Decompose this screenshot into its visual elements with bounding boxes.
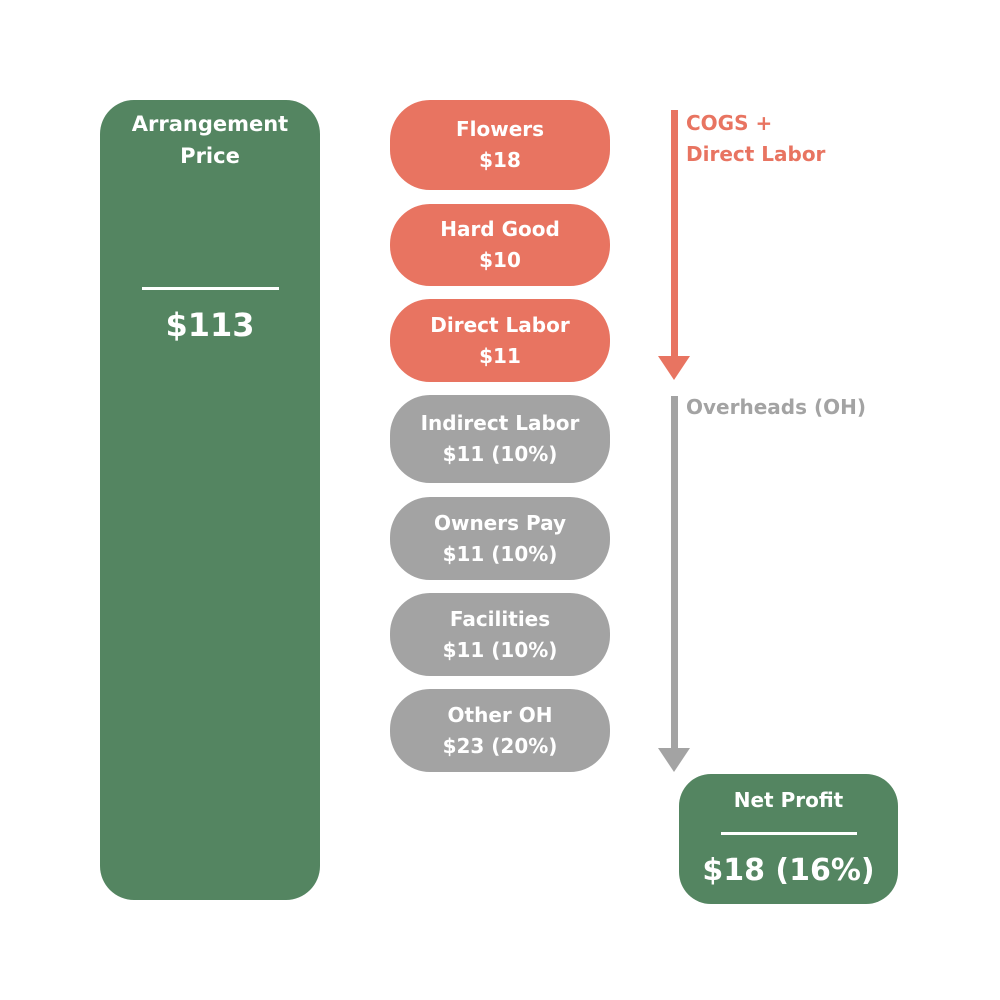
cost-pill-value: $10	[479, 248, 521, 272]
arrangement-price-panel: Arrangement Price $113	[100, 100, 320, 900]
overheads-group-label: Overheads (OH)	[686, 395, 866, 419]
cost-pill-value: $11 (10%)	[442, 541, 558, 566]
overheads-arrow-head-icon	[658, 748, 690, 772]
cogs-group-label: COGS + Direct Labor	[686, 108, 825, 170]
cost-pill-other-oh: Other OH $23 (20%)	[390, 689, 610, 772]
cost-pill-facilities: Facilities $11 (10%)	[390, 593, 610, 676]
net-profit-value: $18 (16%)	[702, 853, 875, 888]
arrangement-label-line1: Arrangement	[131, 112, 289, 136]
arrangement-price-value: $113	[165, 306, 255, 344]
cogs-label-line1: COGS +	[686, 111, 773, 135]
cost-pill-value: $11 (10%)	[442, 442, 558, 466]
cogs-label-line2: Direct Labor	[686, 142, 826, 166]
cost-pill-indirect-labor: Indirect Labor $11 (10%)	[390, 395, 610, 483]
cost-pill-direct-labor: Direct Labor $11	[390, 299, 610, 382]
cost-pill-name: Direct Labor	[430, 312, 570, 337]
cost-pill-flowers: Flowers $18	[390, 100, 610, 190]
cogs-arrow-head-icon	[658, 356, 690, 380]
cost-pill-name: Facilities	[449, 606, 551, 631]
cogs-arrow-shaft	[671, 110, 678, 358]
cost-pill-name: Other OH	[447, 702, 553, 727]
arrangement-divider	[142, 287, 279, 290]
arrangement-price-label: Arrangement Price	[100, 108, 320, 172]
cost-pill-value: $11 (10%)	[442, 637, 558, 662]
cost-pill-name: Flowers	[455, 117, 545, 141]
net-profit-label: Net Profit	[733, 788, 844, 812]
cost-pill-hard-good: Hard Good $10	[390, 204, 610, 286]
cost-pill-name: Indirect Labor	[420, 411, 580, 435]
cost-pill-name: Hard Good	[440, 217, 560, 241]
cost-pill-owners-pay: Owners Pay $11 (10%)	[390, 497, 610, 580]
cost-pill-name: Owners Pay	[433, 510, 567, 535]
cost-pill-value: $23 (20%)	[442, 733, 558, 758]
net-profit-divider	[721, 832, 857, 835]
cost-pill-value: $11	[479, 343, 521, 368]
overheads-arrow-shaft	[671, 396, 678, 750]
cost-pill-value: $18	[479, 148, 521, 172]
net-profit-panel: Net Profit $18 (16%)	[679, 774, 898, 904]
arrangement-label-line2: Price	[180, 144, 240, 168]
